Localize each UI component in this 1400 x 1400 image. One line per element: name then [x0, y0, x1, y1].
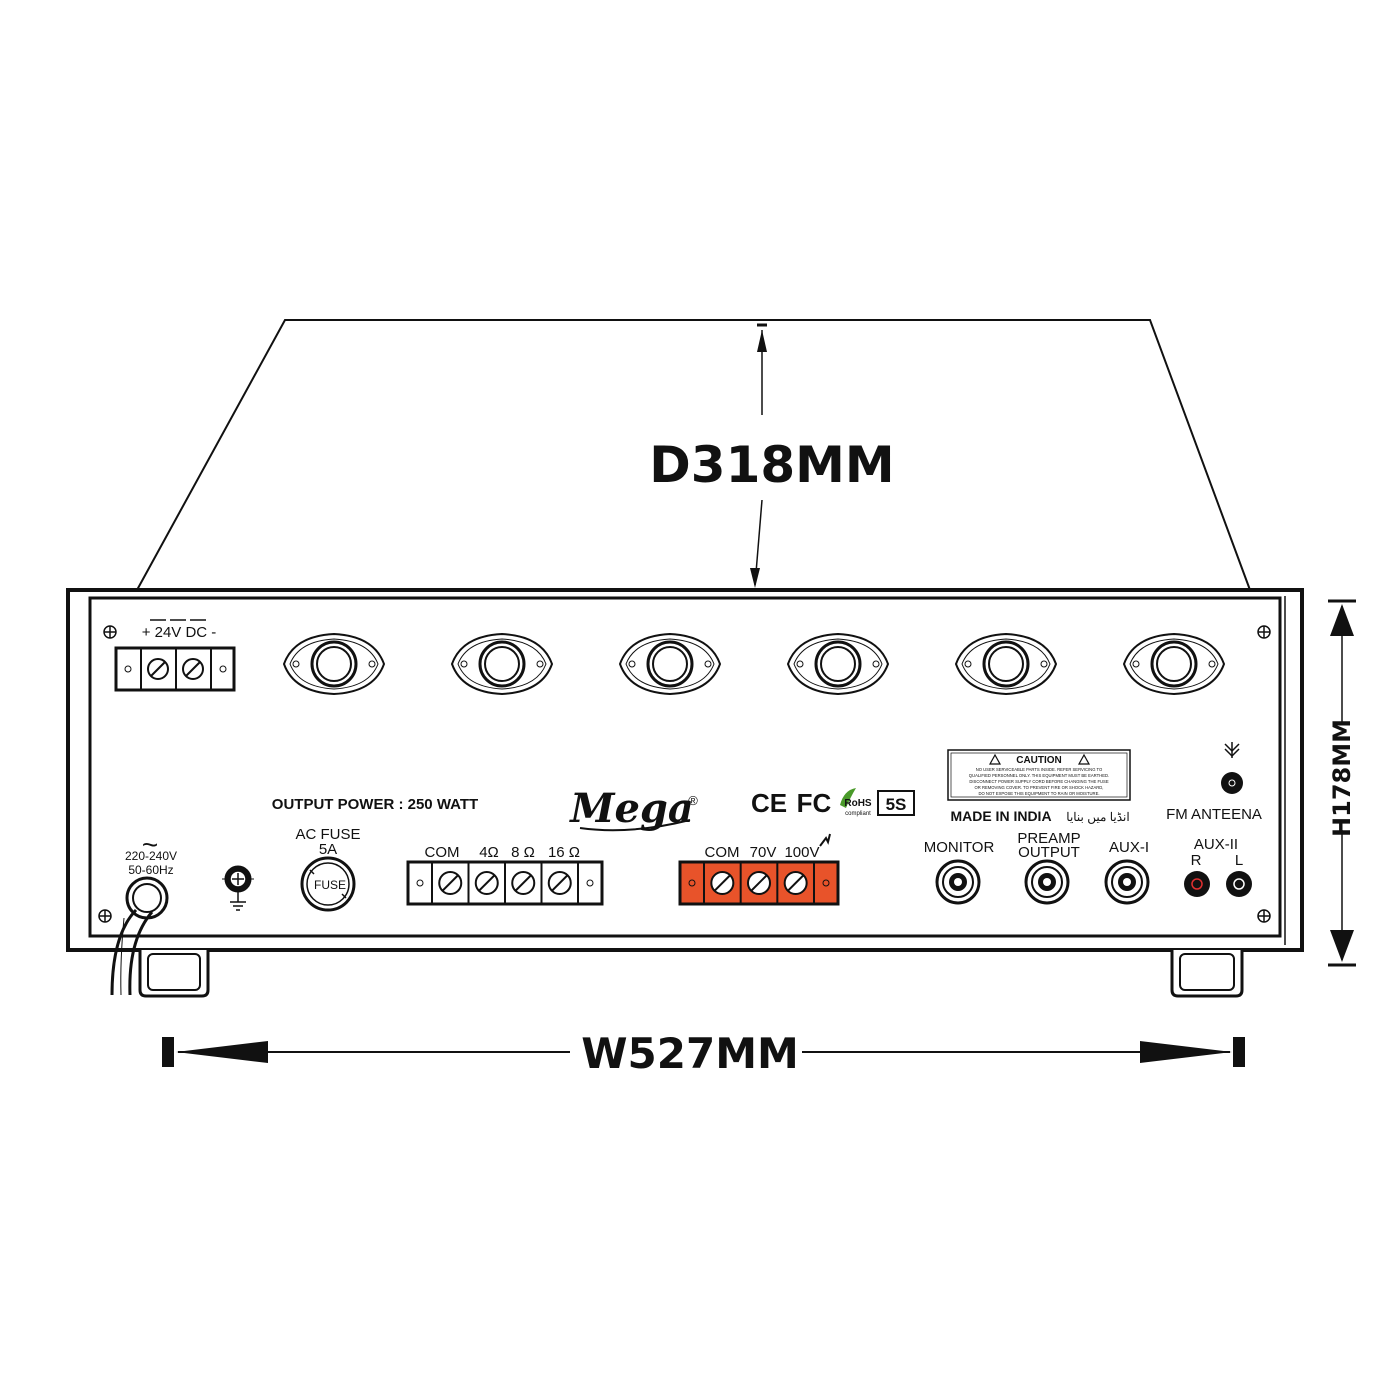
five-s-badge — [877, 790, 915, 816]
height-arrow-up — [1330, 604, 1354, 636]
line-terminal-block[interactable] — [678, 860, 840, 906]
speaker-16ohm-label: 16 Ω — [548, 844, 580, 861]
line-screw-1[interactable] — [710, 871, 735, 895]
transistor-2 — [450, 632, 554, 696]
svg-text:DISCONNECT POWER SUPPLY CORD B: DISCONNECT POWER SUPPLY CORD BEFORE CHAN… — [969, 779, 1109, 784]
width-dimension-arrow — [162, 1037, 1245, 1067]
speaker-4ohm-label: 4Ω — [479, 844, 499, 861]
brand-logo: Mega — [568, 785, 694, 832]
transistor-6 — [1122, 632, 1226, 696]
aux2-r-label: R — [1191, 852, 1202, 869]
svg-text:RoHS: RoHS — [844, 798, 872, 809]
transistor-1 — [282, 632, 386, 696]
speaker-terminal-block[interactable] — [406, 860, 604, 906]
power-transistors — [282, 632, 1226, 696]
dc-input-label: + 24V DC - — [142, 624, 217, 641]
depth-label: D318MM — [649, 436, 894, 494]
fuse-holder[interactable]: FUSE — [300, 856, 356, 912]
aux2-r-rca-jack[interactable] — [1184, 871, 1210, 897]
left-foot — [138, 950, 210, 998]
svg-text:QUALIFIED PERSONNEL ONLY. THIS: QUALIFIED PERSONNEL ONLY. THIS EQUIPMENT… — [969, 773, 1109, 778]
audio-jacks[interactable] — [935, 859, 1150, 905]
aux2-l-label: L — [1235, 852, 1243, 869]
preamp-label-line2: OUTPUT — [1018, 844, 1080, 861]
svg-text:NO USER SERVICEABLE PARTS INSI: NO USER SERVICEABLE PARTS INSIDE. REFER … — [976, 767, 1103, 772]
aux2-l-rca-jack[interactable] — [1226, 871, 1252, 897]
width-label: W527MM — [581, 1029, 799, 1078]
fc-mark: FC — [797, 788, 832, 818]
preamp-label-line1: PREAMP — [1017, 830, 1080, 847]
transistor-4 — [786, 632, 890, 696]
right-foot — [1170, 950, 1244, 998]
registered-mark: ® — [688, 793, 698, 808]
fm-antenna-label: FM ANTEENA — [1166, 806, 1262, 823]
speaker-8ohm-label: 8 Ω — [511, 844, 535, 861]
antenna-icon — [1224, 742, 1240, 758]
monitor-label: MONITOR — [924, 839, 995, 856]
aux1-jack[interactable] — [1104, 859, 1150, 905]
five-s-label: 5S — [886, 795, 907, 814]
transistor-5 — [954, 632, 1058, 696]
power-cord — [110, 876, 169, 996]
made-in-india-urdu: انڈیا میں بنایا — [1066, 810, 1129, 824]
svg-text:CAUTION: CAUTION — [1016, 755, 1062, 766]
frequency-label: 50-60Hz — [128, 863, 173, 877]
preamp-output-jack[interactable] — [1024, 859, 1070, 905]
fm-antenna-jack[interactable] — [1221, 772, 1243, 794]
caution-label: CAUTION NO USER SERVICEABLE PARTS INSIDE… — [947, 749, 1131, 801]
svg-text:DO NOT EXPOSE THIS EQUIPMENT T: DO NOT EXPOSE THIS EQUIPMENT TO RAIN OR … — [978, 791, 1099, 796]
enclosure-top-outline — [136, 319, 1251, 591]
depth-dimension-arrow — [750, 323, 767, 588]
speaker-screw-4[interactable] — [547, 871, 572, 895]
speaker-screw-2[interactable] — [474, 871, 499, 895]
line-screw-2[interactable] — [747, 871, 771, 895]
ce-mark: CE — [751, 788, 787, 818]
rohs-mark: RoHS compliant — [840, 788, 872, 817]
svg-text:compliant: compliant — [845, 811, 871, 817]
ground-terminal[interactable] — [222, 865, 254, 911]
line-screw-3[interactable] — [783, 871, 808, 895]
speaker-screw-3[interactable] — [511, 871, 536, 895]
ac-fuse-label: AC FUSE — [295, 826, 360, 843]
aux1-label: AUX-I — [1109, 839, 1149, 856]
speaker-com-label: COM — [425, 844, 460, 861]
height-arrow-down — [1330, 930, 1354, 962]
svg-text:FUSE: FUSE — [314, 878, 346, 892]
height-label: H178MM — [1328, 719, 1356, 837]
line-70v-label: 70V — [750, 844, 777, 861]
voltage-label: 220-240V — [125, 849, 177, 863]
corner-screws — [98, 625, 1271, 923]
line-com-label: COM — [705, 844, 740, 861]
svg-text:OR REMOVING COVER. TO PREVENT: OR REMOVING COVER. TO PREVENT FIRE OR SH… — [975, 785, 1104, 790]
ac-symbol: ~ — [142, 829, 158, 860]
transistor-3 — [618, 632, 722, 696]
speaker-screw-1[interactable] — [438, 871, 463, 895]
line-100v-label: 100V — [784, 844, 819, 861]
made-in-india-label: MADE IN INDIA — [950, 808, 1051, 824]
dc-terminal-block — [114, 646, 236, 692]
monitor-jack[interactable] — [935, 859, 981, 905]
aux2-label: AUX-II — [1194, 836, 1238, 853]
fuse-rating-label: 5A — [319, 841, 337, 858]
output-power-label: OUTPUT POWER : 250 WATT — [272, 796, 478, 813]
brand-swoosh — [579, 819, 691, 832]
